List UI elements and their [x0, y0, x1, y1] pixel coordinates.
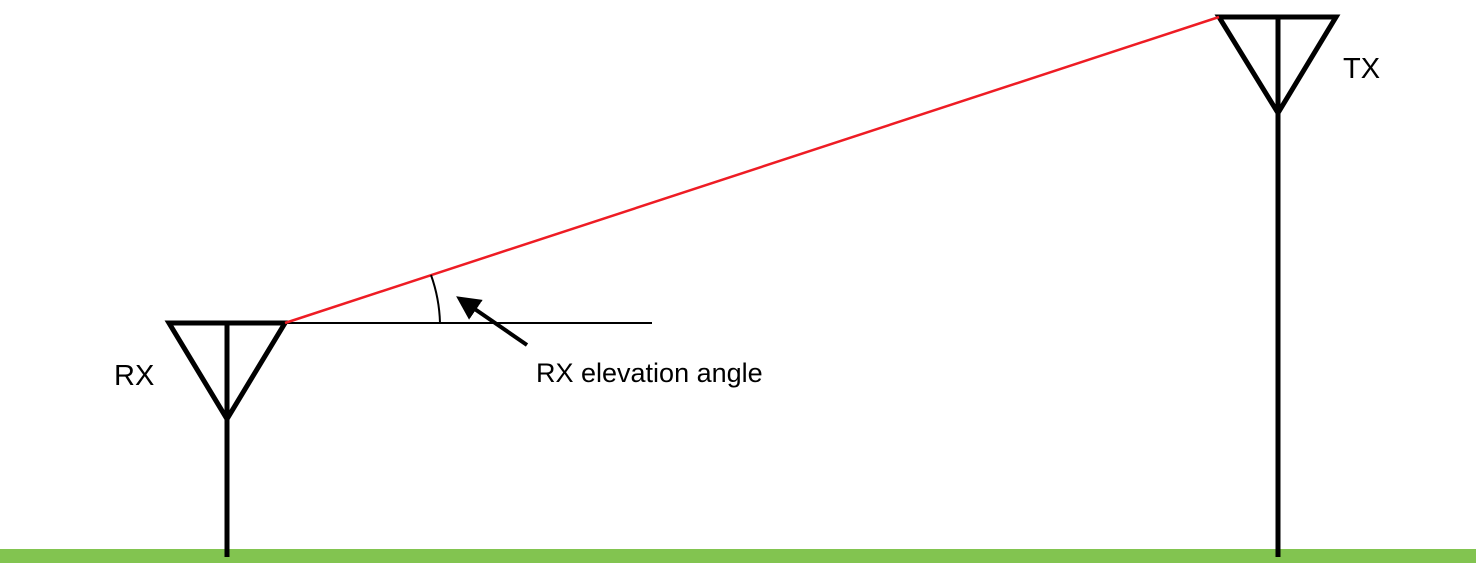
elevation-angle-arc [430, 274, 441, 324]
angle-pointer-arrow [456, 296, 529, 347]
line-of-sight-path [284, 15, 1220, 325]
tx-antenna-triangle [1214, 14, 1341, 118]
tx-label: TX [1343, 53, 1380, 85]
rx-label: RX [114, 360, 154, 392]
rx-antenna-triangle [164, 320, 290, 424]
rx-antenna [164, 320, 290, 557]
tx-antenna [1214, 14, 1341, 557]
elevation-angle-label: RX elevation angle [536, 358, 763, 388]
ground [0, 549, 1476, 563]
